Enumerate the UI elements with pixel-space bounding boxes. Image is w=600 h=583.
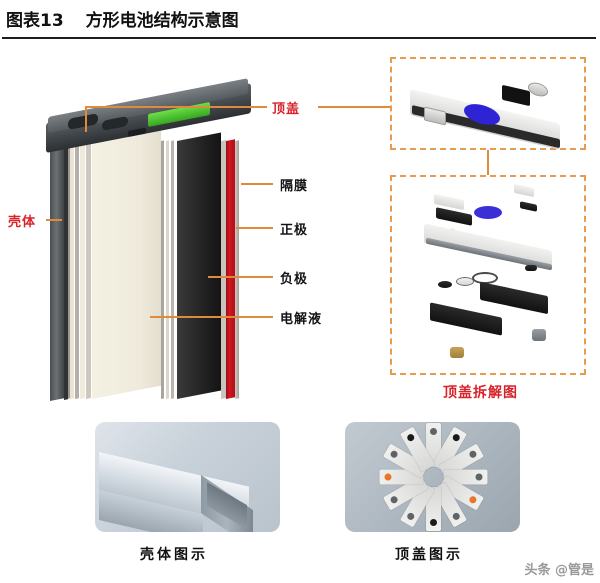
leader-top-cover-horizontal (85, 106, 267, 108)
layer-separator-a (171, 140, 174, 399)
leader-cathode (236, 227, 273, 229)
figure-header: 图表13 方形电池结构示意图 (0, 0, 600, 44)
layer-cathode (226, 139, 235, 399)
layer-gap-1 (221, 140, 226, 399)
layer-stack-g (70, 140, 74, 399)
watermark: 头条 @管是 (524, 563, 594, 578)
label-separator: 隔膜 (280, 179, 309, 194)
title-divider (2, 37, 596, 39)
figure-number: 图表13 (6, 11, 64, 31)
layer-separator-b (166, 140, 169, 399)
part-small-cap (514, 183, 534, 198)
label-top-cover: 顶盖 (272, 102, 301, 117)
assembled-cover-terminal-b (528, 80, 548, 99)
case-photo-caption: 壳体图示 (140, 547, 208, 563)
leader-box-connector-vertical (487, 150, 489, 175)
leader-separator (241, 183, 273, 185)
label-exploded-view: 顶盖拆解图 (443, 385, 518, 401)
top-cover-photo-caption: 顶盖图示 (395, 547, 463, 563)
part-black-bar (436, 207, 472, 226)
cell-can-left-wall (50, 136, 64, 401)
leader-top-cover-vertical (85, 106, 87, 132)
part-black-chip-b (525, 265, 537, 271)
part-rivet-bottom (450, 347, 464, 358)
prismatic-cell-illustration (40, 78, 290, 401)
leader-anode (208, 276, 273, 278)
layer-anode (177, 132, 221, 399)
top-cover-callout-box (390, 57, 586, 150)
leader-shell (46, 219, 62, 221)
cell-can-left-edge (64, 139, 68, 400)
label-electrolyte: 电解液 (280, 312, 323, 327)
label-shell: 壳体 (8, 215, 37, 230)
layer-stack-f (75, 140, 79, 399)
assembled-cover-black-part (502, 84, 530, 107)
leader-electrolyte (150, 316, 273, 318)
layer-electrolyte (92, 127, 161, 399)
layer-stack-e (80, 140, 85, 399)
structure-diagram: 顶盖 隔膜 正极 负极 电解液 壳体 (0, 44, 600, 404)
layer-stack-d (86, 140, 91, 399)
exploded-view-callout-box (390, 175, 586, 375)
title-row: 图表13 方形电池结构示意图 (6, 6, 239, 31)
part-rivet-right (532, 329, 546, 341)
photo-row: 壳体图示 顶盖图示 头条 @管是 (0, 404, 600, 583)
label-cathode: 正极 (280, 223, 309, 238)
part-large-bracket-upper (480, 281, 548, 315)
label-anode: 负极 (280, 272, 309, 287)
layer-separator-c (161, 140, 164, 399)
leader-top-cover-to-box (318, 106, 390, 108)
part-washer-b (456, 277, 474, 286)
part-large-bracket-lower (430, 302, 502, 336)
part-black-chip-a (520, 201, 537, 212)
top-cover-photo (345, 422, 520, 532)
case-photo (95, 422, 280, 532)
page-title: 方形电池结构示意图 (85, 11, 239, 31)
part-blue-seal (474, 206, 502, 219)
part-washer-a (438, 281, 452, 288)
layer-cathode-edge (235, 140, 239, 399)
